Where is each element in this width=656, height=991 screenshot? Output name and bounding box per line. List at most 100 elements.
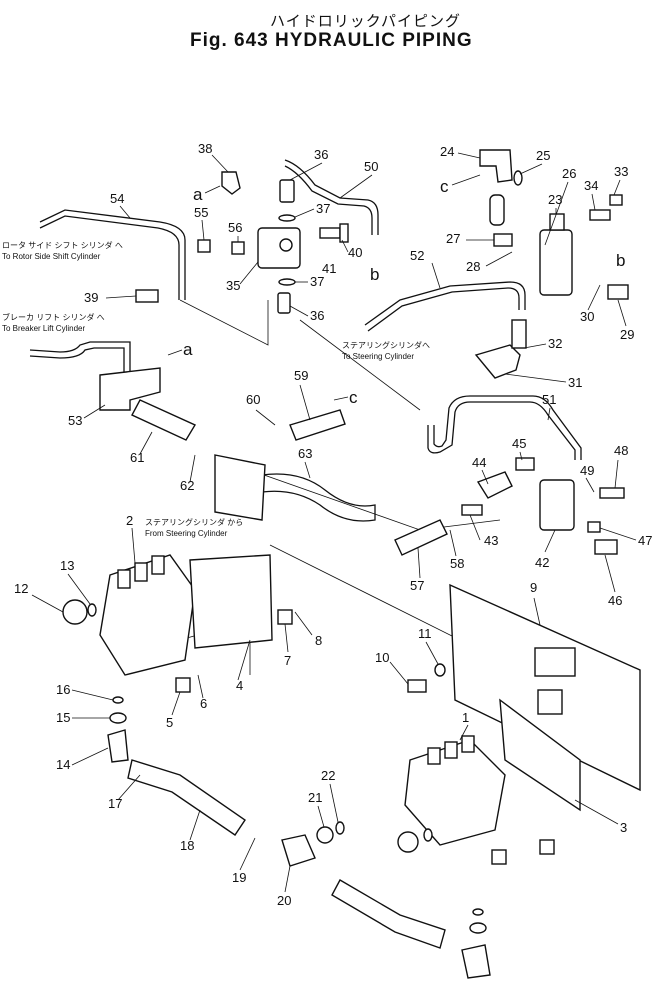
part-label-56: 56 — [228, 220, 242, 235]
title-japanese: ハイドロリックパイピング — [270, 13, 461, 30]
part-label-8: 8 — [315, 633, 322, 648]
fitting-55 — [197, 239, 211, 253]
part-label-2: 2 — [126, 513, 133, 528]
connector-a-top: a — [193, 185, 203, 204]
part-label-15: 15 — [56, 710, 70, 725]
part-label-60: 60 — [246, 392, 260, 407]
fitting-39 — [135, 289, 159, 303]
part-label-54: 54 — [110, 191, 124, 206]
part-label-29: 29 — [620, 327, 634, 342]
connector-b-right: b — [616, 251, 625, 270]
connector-b-left: b — [370, 265, 379, 284]
part-label-47: 47 — [638, 533, 652, 548]
part-label-38: 38 — [198, 141, 212, 156]
part-label-34: 34 — [584, 178, 598, 193]
part-label-24: 24 — [440, 144, 454, 159]
part-label-55: 55 — [194, 205, 208, 220]
part-label-26: 26 — [562, 166, 576, 181]
note-rotor-en: To Rotor Side Shift Cylinder — [2, 252, 101, 261]
figure-title: Fig. 643 HYDRAULIC PIPING — [190, 30, 473, 51]
connector-c-mid: c — [349, 388, 358, 407]
part-label-43: 43 — [484, 533, 498, 548]
block-63 — [214, 454, 266, 521]
note-steer-to-jp: ステアリングシリンダへ — [342, 340, 430, 350]
part-label-25: 25 — [536, 148, 550, 163]
elbow-20 — [281, 834, 316, 867]
hose-17-18-left — [127, 759, 246, 836]
part-label-40: 40 — [348, 245, 362, 260]
elbow-31 — [474, 344, 521, 379]
part-label-36: 36 — [314, 147, 328, 162]
part-label-33: 33 — [614, 164, 628, 179]
part-label-12: 12 — [14, 581, 28, 596]
tee-53 — [99, 367, 161, 411]
cylinder-notes: ロータ サイド シフト シリンダ へ To Rotor Side Shift C… — [2, 240, 430, 538]
part-label-57: 57 — [410, 578, 424, 593]
hose-57 — [394, 519, 448, 556]
pipe-54 — [39, 209, 186, 300]
part-label-63: 63 — [298, 446, 312, 461]
part-label-37-b: 37 — [310, 274, 324, 289]
part-label-5: 5 — [166, 715, 173, 730]
control-valve-1 — [404, 735, 506, 846]
part-label-21: 21 — [308, 790, 322, 805]
connection-letters: a a b b c c — [167, 174, 625, 407]
part-label-28: 28 — [466, 259, 480, 274]
note-breaker-en: To Breaker Lift Cylinder — [2, 324, 85, 333]
part-label-36-b: 36 — [310, 308, 324, 323]
part-label-11: 11 — [418, 626, 432, 641]
bracket-4 — [189, 554, 273, 649]
part-label-46: 46 — [608, 593, 622, 608]
part-label-4: 4 — [236, 678, 243, 693]
valve-23 — [539, 229, 573, 296]
valve-42 — [539, 479, 575, 531]
part-label-44: 44 — [472, 455, 486, 470]
pipe-51 — [427, 401, 576, 460]
part-label-6: 6 — [200, 696, 207, 711]
note-steer-from-jp: ステアリングシリンダ から — [145, 517, 243, 527]
part-label-17: 17 — [108, 796, 122, 811]
part-label-3: 3 — [620, 820, 627, 835]
bracket-3 — [499, 698, 581, 812]
elbow-24 — [479, 149, 513, 183]
part-label-32: 32 — [548, 336, 562, 351]
hose-59 — [289, 409, 346, 441]
fitting-56 — [231, 241, 245, 255]
part-label-39: 39 — [84, 290, 98, 305]
part-label-13: 13 — [60, 558, 74, 573]
part-label-23: 23 — [548, 192, 562, 207]
part-label-31: 31 — [568, 375, 582, 390]
part-label-22: 22 — [321, 768, 335, 783]
hose-63 — [261, 473, 376, 522]
part-label-48: 48 — [614, 443, 628, 458]
part-label-9: 9 — [530, 580, 537, 595]
fitting-36-lower — [277, 292, 291, 314]
pipe-50 — [284, 159, 379, 235]
pipes — [29, 159, 582, 522]
hose-17-18-right — [331, 879, 446, 949]
part-label-50: 50 — [364, 159, 378, 174]
part-label-49: 49 — [580, 463, 594, 478]
header: ハイドロリックパイピング Fig. 643 HYDRAULIC PIPING — [0, 0, 656, 60]
part-label-20: 20 — [277, 893, 291, 908]
part-label-52: 52 — [410, 248, 424, 263]
connector-a-mid: a — [183, 340, 193, 359]
hose-61 — [131, 399, 197, 441]
part-label-16: 16 — [56, 682, 70, 697]
valve-block-35 — [257, 227, 301, 269]
part-label-45: 45 — [512, 436, 526, 451]
note-breaker-jp: ブレーカ リフト シリンダ へ — [2, 312, 105, 322]
leader-lines — [31, 152, 637, 893]
part-label-18: 18 — [180, 838, 194, 853]
part-label-7: 7 — [284, 653, 291, 668]
note-rotor-jp: ロータ サイド シフト シリンダ へ — [2, 240, 123, 250]
part-label-59: 59 — [294, 368, 308, 383]
part-label-27: 27 — [446, 231, 460, 246]
elbow-38 — [221, 171, 241, 195]
pipe-breaker-lift — [29, 341, 131, 390]
note-steer-to-en: To Steering Cylinder — [342, 352, 414, 361]
parts — [62, 149, 641, 979]
part-label-42: 42 — [535, 555, 549, 570]
control-valve-2 — [99, 554, 196, 676]
